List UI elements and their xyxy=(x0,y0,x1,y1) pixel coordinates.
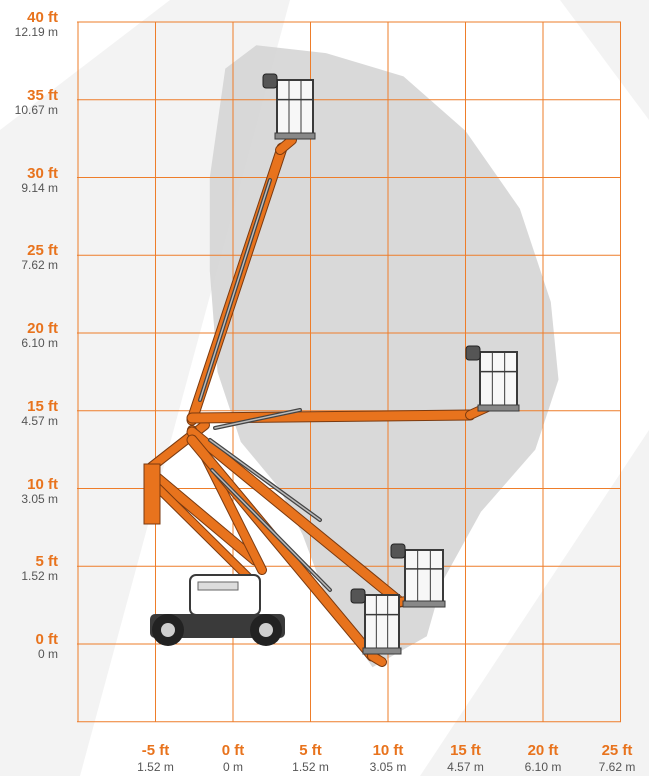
x-tick-label-m: 1.52 m xyxy=(292,760,329,774)
x-tick-label-m: 0 m xyxy=(222,760,243,774)
y-tick-label-m: 0 m xyxy=(37,647,58,661)
platform-max-outreach xyxy=(479,351,518,409)
main-boom-below-grade xyxy=(187,435,377,661)
riser-link-lower xyxy=(145,467,260,565)
front-wheel-hub xyxy=(161,623,175,637)
x-tick-label-ft: -5 ft xyxy=(141,742,170,759)
platform-max-height xyxy=(276,79,314,137)
y-tick-label-m: 4.57 m xyxy=(21,413,58,428)
y-tick-label-m: 10.67 m xyxy=(14,102,58,117)
x-tick-label-ft: 10 ft xyxy=(372,742,404,759)
y-tick-label-m: 1.52 m xyxy=(21,569,58,584)
y-tick-label-ft: 25 ft xyxy=(27,242,58,260)
lift-cylinder-mid-low-rod xyxy=(209,439,321,521)
platform-max-height-control-box xyxy=(262,73,278,89)
platform-below-grade-floor xyxy=(362,647,402,655)
background-wedge xyxy=(420,430,649,776)
turret-vent xyxy=(197,581,239,591)
riser-link-lower-2 xyxy=(146,476,252,581)
y-tick-label-ft: 10 ft xyxy=(27,475,58,493)
jib-max-height xyxy=(276,136,296,154)
y-tick-label-m: 6.10 m xyxy=(21,336,58,350)
x-tick-label-ft: 15 ft xyxy=(450,742,481,759)
y-tick-label-ft: 0 ft xyxy=(35,631,59,648)
riser-base-bracket xyxy=(143,463,161,525)
x-tick-label-ft: 25 ft xyxy=(601,742,633,759)
turret-cover xyxy=(189,574,261,616)
y-tick-label-m: 9.14 m xyxy=(21,180,58,195)
platform-max-outreach-control-box xyxy=(465,345,481,361)
platform-below-grade-control-box xyxy=(350,588,366,604)
y-tick-label-m: 7.62 m xyxy=(21,258,58,273)
y-tick-label-ft: 20 ft xyxy=(27,320,58,337)
platform-max-height-floor xyxy=(274,132,316,140)
background-wedge xyxy=(560,0,649,120)
y-tick-label-ft: 15 ft xyxy=(27,397,58,415)
y-tick-label-ft: 40 ft xyxy=(27,9,58,26)
x-tick-label-m: 6.10 m xyxy=(524,760,562,774)
jib-below-grade xyxy=(368,652,386,666)
main-boom-mid-low xyxy=(187,427,405,607)
y-tick-label-m: 12.19 m xyxy=(14,25,58,39)
rear-wheel-hub xyxy=(259,623,273,637)
platform-mid-low-control-box xyxy=(390,543,406,559)
x-tick-label-m: 1.52 m xyxy=(137,760,174,774)
y-tick-label-m: 3.05 m xyxy=(21,491,58,506)
x-tick-label-m: 3.05 m xyxy=(369,760,407,774)
y-tick-label-ft: 35 ft xyxy=(27,86,58,104)
x-tick-label-ft: 20 ft xyxy=(527,742,559,759)
machine-illustration xyxy=(143,73,520,667)
lift-cylinder-below-grade-rod xyxy=(211,469,331,591)
y-tick-label-ft: 30 ft xyxy=(27,164,58,182)
platform-mid-low xyxy=(404,549,444,605)
x-tick-label-ft: 5 ft xyxy=(299,742,322,759)
platform-below-grade xyxy=(364,594,400,652)
x-tick-label-m: 7.62 m xyxy=(598,760,636,774)
main-boom-max-outreach xyxy=(187,410,475,423)
platform-mid-low-floor xyxy=(402,600,446,608)
y-tick-label-ft: 5 ft xyxy=(35,553,59,571)
lift-cylinder-max-outreach-rod xyxy=(214,409,301,429)
platform-max-outreach-floor xyxy=(477,404,520,412)
x-tick-label-ft: 0 ft xyxy=(221,742,245,759)
x-tick-label-m: 4.57 m xyxy=(447,760,484,774)
lift-cylinder-max-height-rod xyxy=(199,179,271,401)
